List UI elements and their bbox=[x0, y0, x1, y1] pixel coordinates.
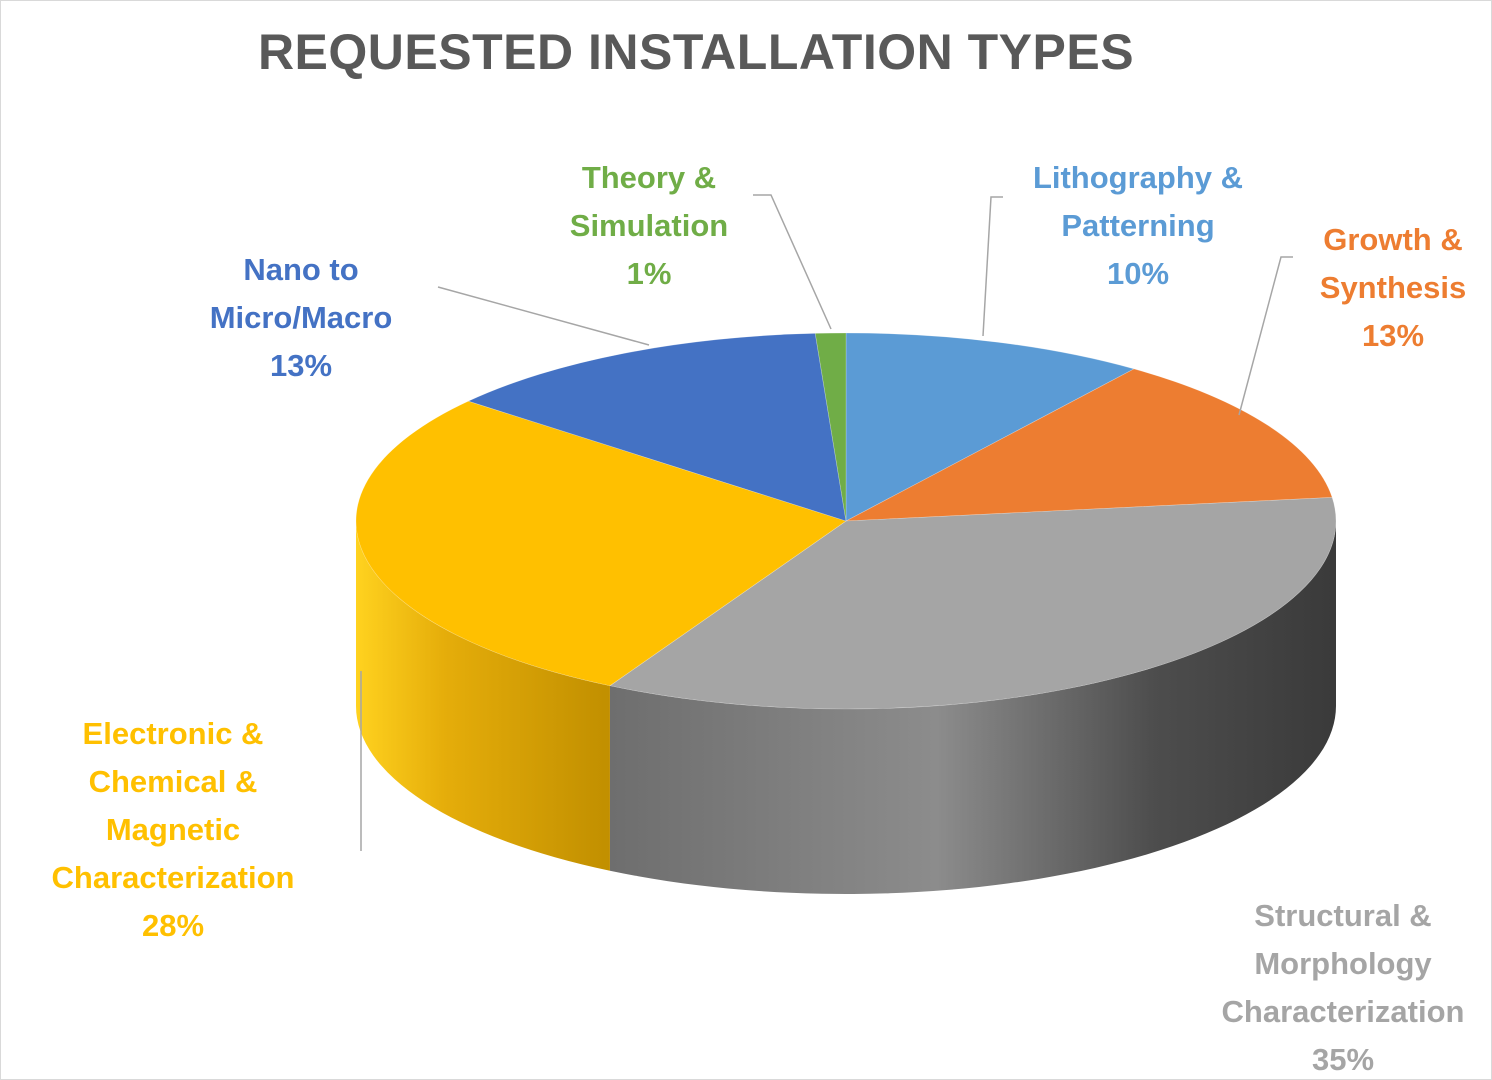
data-label-category-theory-simulation: Simulation bbox=[570, 208, 728, 243]
data-label-category-growth-synthesis: Growth & bbox=[1323, 222, 1463, 257]
data-label-value-nano-to-micro-macro: 13% bbox=[270, 348, 332, 383]
data-label-value-electronic-chemical-magnetic-characterization: 28% bbox=[142, 908, 204, 943]
data-label-category-nano-to-micro-macro: Nano to bbox=[243, 252, 358, 287]
chart-title: REQUESTED INSTALLATION TYPES bbox=[257, 24, 1135, 80]
data-label-category-electronic-chemical-magnetic-characterization: Characterization bbox=[52, 860, 295, 895]
label-leader-lines bbox=[360, 194, 1293, 851]
data-label-value-lithography-patterning: 10% bbox=[1107, 256, 1169, 291]
pie-wall-structural-morphology-characterization bbox=[609, 521, 1336, 894]
data-label-category-lithography-patterning: Patterning bbox=[1061, 208, 1214, 243]
pie-slice-lithography-patterning bbox=[845, 332, 1135, 522]
leader-line-nano-to-micro-macro bbox=[437, 286, 650, 346]
leader-line-lithography-patterning bbox=[982, 196, 1003, 337]
pie-slice-theory-simulation bbox=[814, 332, 847, 522]
data-label-category-electronic-chemical-magnetic-characterization: Chemical & bbox=[89, 764, 258, 799]
data-label-value-growth-synthesis: 13% bbox=[1362, 318, 1424, 353]
pie-slice-nano-to-micro-macro bbox=[467, 333, 847, 522]
slice-labels: Lithography & Patterning 10% Growth & Synthe… bbox=[52, 160, 1467, 1077]
leader-line-theory-simulation bbox=[753, 194, 832, 330]
pie-slice-electronic-chemical-magnetic-characterization bbox=[355, 400, 847, 687]
data-label-category-structural-morphology-characterization: Morphology bbox=[1254, 946, 1432, 981]
pie-slice-growth-synthesis bbox=[845, 368, 1333, 522]
data-label-category-nano-to-micro-macro: Micro/Macro bbox=[210, 300, 393, 335]
data-label-category-lithography-patterning: Lithography & bbox=[1033, 160, 1243, 195]
data-label-category-structural-morphology-characterization: Structural & bbox=[1254, 898, 1431, 933]
data-label-category-growth-synthesis: Synthesis bbox=[1320, 270, 1466, 305]
leader-line-growth-synthesis bbox=[1238, 256, 1293, 416]
pie-slice-structural-morphology-characterization bbox=[609, 497, 1337, 710]
data-label-category-electronic-chemical-magnetic-characterization: Electronic & bbox=[83, 716, 264, 751]
data-label-value-structural-morphology-characterization: 35% bbox=[1312, 1042, 1374, 1077]
data-label-value-theory-simulation: 1% bbox=[627, 256, 672, 291]
pie-side-walls bbox=[356, 521, 1336, 894]
pie-top-faces bbox=[355, 332, 1337, 710]
data-label-category-theory-simulation: Theory & bbox=[582, 160, 716, 195]
pie-wall-electronic-chemical-magnetic-characterization bbox=[356, 521, 610, 871]
data-label-category-structural-morphology-characterization: Characterization bbox=[1222, 994, 1465, 1029]
data-label-category-electronic-chemical-magnetic-characterization: Magnetic bbox=[106, 812, 240, 847]
